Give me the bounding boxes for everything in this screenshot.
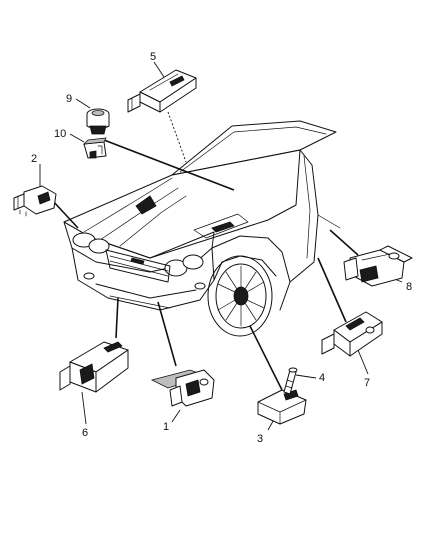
callout-6: 6 bbox=[82, 427, 88, 439]
callout-3: 3 bbox=[257, 433, 263, 445]
part-10-bracket bbox=[82, 137, 107, 159]
part-6-sensor bbox=[59, 341, 129, 393]
part-1-sensor bbox=[150, 369, 215, 407]
callout-4: 4 bbox=[319, 372, 325, 384]
callout-labels: 1 2 3 4 5 6 7 8 9 10 bbox=[31, 51, 412, 445]
part-2-sensor bbox=[13, 185, 57, 217]
callout-9: 9 bbox=[66, 93, 72, 105]
part-5-sensor bbox=[127, 69, 197, 113]
part-9-sensor bbox=[86, 108, 110, 135]
callout-7: 7 bbox=[364, 377, 370, 389]
callout-2: 2 bbox=[31, 153, 37, 165]
callout-10: 10 bbox=[54, 128, 66, 140]
part-7-sensor bbox=[321, 311, 383, 357]
part-4-valve-stem bbox=[283, 367, 298, 395]
callout-1: 1 bbox=[163, 421, 169, 433]
part-8-sensor bbox=[343, 245, 413, 287]
part-3-tpms-sensor bbox=[257, 389, 307, 425]
vehicle-front-illustration bbox=[63, 120, 341, 337]
callout-5: 5 bbox=[150, 51, 156, 63]
callout-8: 8 bbox=[406, 281, 412, 293]
